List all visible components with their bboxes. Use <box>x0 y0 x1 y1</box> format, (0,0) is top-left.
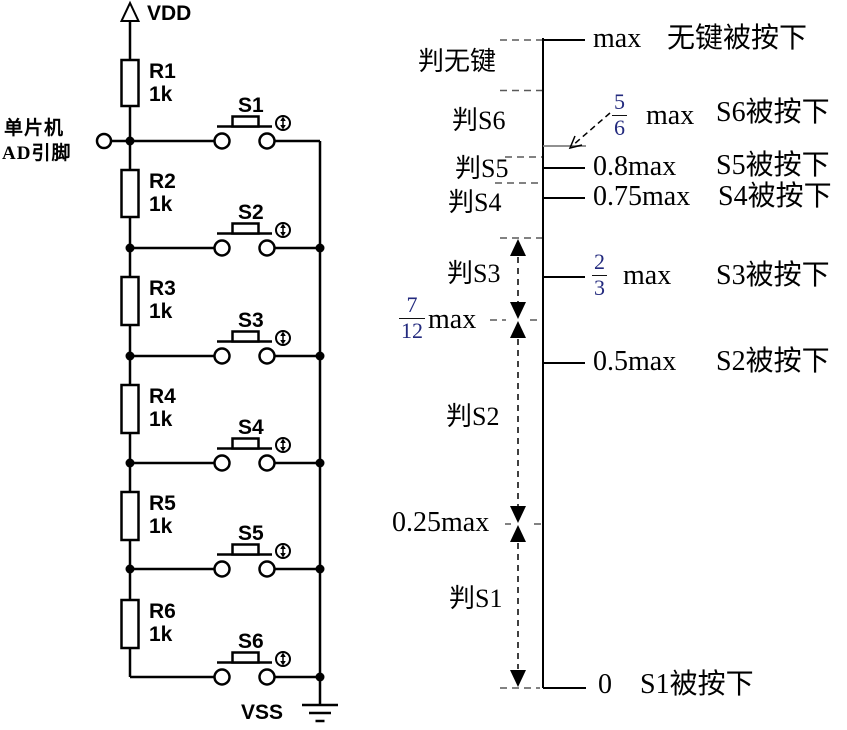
fraction-numerator: 2 <box>594 249 605 274</box>
level-unit-five-sixths: max <box>646 100 695 131</box>
resistor-r1-body <box>120 58 140 108</box>
level-event-s3: S3被按下 <box>716 260 830 291</box>
level-unit-two-thirds: max <box>623 260 672 291</box>
level-value-05max: 0.5max <box>593 346 677 377</box>
region-label-s4: 判S4 <box>448 188 502 217</box>
vdd-arrow-icon <box>119 0 141 22</box>
mcu-pin-terminal <box>95 132 130 150</box>
level-event-s4: S4被按下 <box>718 181 832 212</box>
switch-s3-symbol <box>128 329 322 365</box>
switch-s1-label: S1 <box>238 94 264 117</box>
threshold-fraction-seven-twelfths: 7 12 <box>399 292 425 343</box>
region-label-s3: 判S3 <box>447 259 501 288</box>
switch-s2-label: S2 <box>238 201 264 224</box>
switch-s6-label: S6 <box>238 630 264 653</box>
threshold-value-025max: 0.25max <box>392 507 490 538</box>
junction-dots <box>125 136 325 682</box>
level-event-s2: S2被按下 <box>716 346 830 377</box>
resistor-r2-name: R2 <box>149 170 176 193</box>
five-sixths-pointer-arrow <box>568 112 611 150</box>
resistor-r6-body <box>120 598 140 650</box>
level-value-075max: 0.75max <box>593 181 691 212</box>
resistor-bodies <box>120 58 140 650</box>
switch-s6-symbol <box>128 650 322 686</box>
fraction-numerator: 7 <box>406 292 418 317</box>
resistor-r3-body <box>120 275 140 327</box>
level-value-zero: 0 <box>598 669 612 700</box>
threshold-unit-seven-twelfths: max <box>428 304 477 335</box>
level-value-max: max <box>593 23 642 54</box>
mcu-pin-label-line2: AD引脚 <box>2 143 72 164</box>
level-fraction-five-sixths: 5 6 <box>612 89 627 140</box>
resistor-r4-value: 1k <box>149 408 173 431</box>
resistor-r4-body <box>120 383 140 435</box>
switch-s5-label: S5 <box>238 522 264 545</box>
region-boundaries <box>490 39 542 689</box>
region-label-s1: 判S1 <box>449 584 503 613</box>
ground-icon <box>302 703 338 723</box>
region-label-s5: 判S5 <box>455 154 509 183</box>
level-event-s6: S6被按下 <box>716 97 830 128</box>
fraction-denominator: 12 <box>399 317 425 343</box>
vdd-label: VDD <box>147 2 192 25</box>
resistor-r3-name: R3 <box>149 277 176 300</box>
resistor-r2-body <box>120 168 140 219</box>
fraction-denominator: 3 <box>592 274 607 300</box>
switch-s4-symbol <box>128 436 322 472</box>
resistor-r6-name: R6 <box>149 600 176 623</box>
vss-label: VSS <box>241 701 284 724</box>
resistor-r1-value: 1k <box>149 83 173 106</box>
fraction-denominator: 6 <box>612 114 627 140</box>
level-event-nokey: 无键被按下 <box>667 23 808 54</box>
resistor-r5-body <box>120 490 140 542</box>
switch-s5-symbol <box>128 542 322 578</box>
mcu-pin-label-line1: 单片机 <box>4 118 65 139</box>
region-label-nokey: 判无键 <box>418 47 497 76</box>
resistor-r6-value: 1k <box>149 623 173 646</box>
region-label-s2: 判S2 <box>446 402 500 431</box>
level-event-s1: S1被按下 <box>640 669 754 700</box>
resistor-r5-value: 1k <box>149 515 173 538</box>
resistor-r5-name: R5 <box>149 492 176 515</box>
switch-s3-label: S3 <box>238 309 264 332</box>
dimension-arrowheads <box>510 239 526 687</box>
switch-s2-symbol <box>128 221 322 257</box>
region-label-s6: 判S6 <box>452 106 506 135</box>
scale-axis <box>542 38 586 689</box>
switch-s1-symbol <box>128 114 322 150</box>
switch-s4-label: S4 <box>238 416 264 439</box>
fraction-numerator: 5 <box>614 89 625 114</box>
level-fraction-two-thirds: 2 3 <box>592 249 607 300</box>
resistor-r3-value: 1k <box>149 300 173 323</box>
resistor-r2-value: 1k <box>149 193 173 216</box>
level-value-08max: 0.8max <box>593 151 677 182</box>
level-event-s5: S5被按下 <box>716 150 830 181</box>
resistor-r1-name: R1 <box>149 60 176 83</box>
resistor-r4-name: R4 <box>149 385 176 408</box>
